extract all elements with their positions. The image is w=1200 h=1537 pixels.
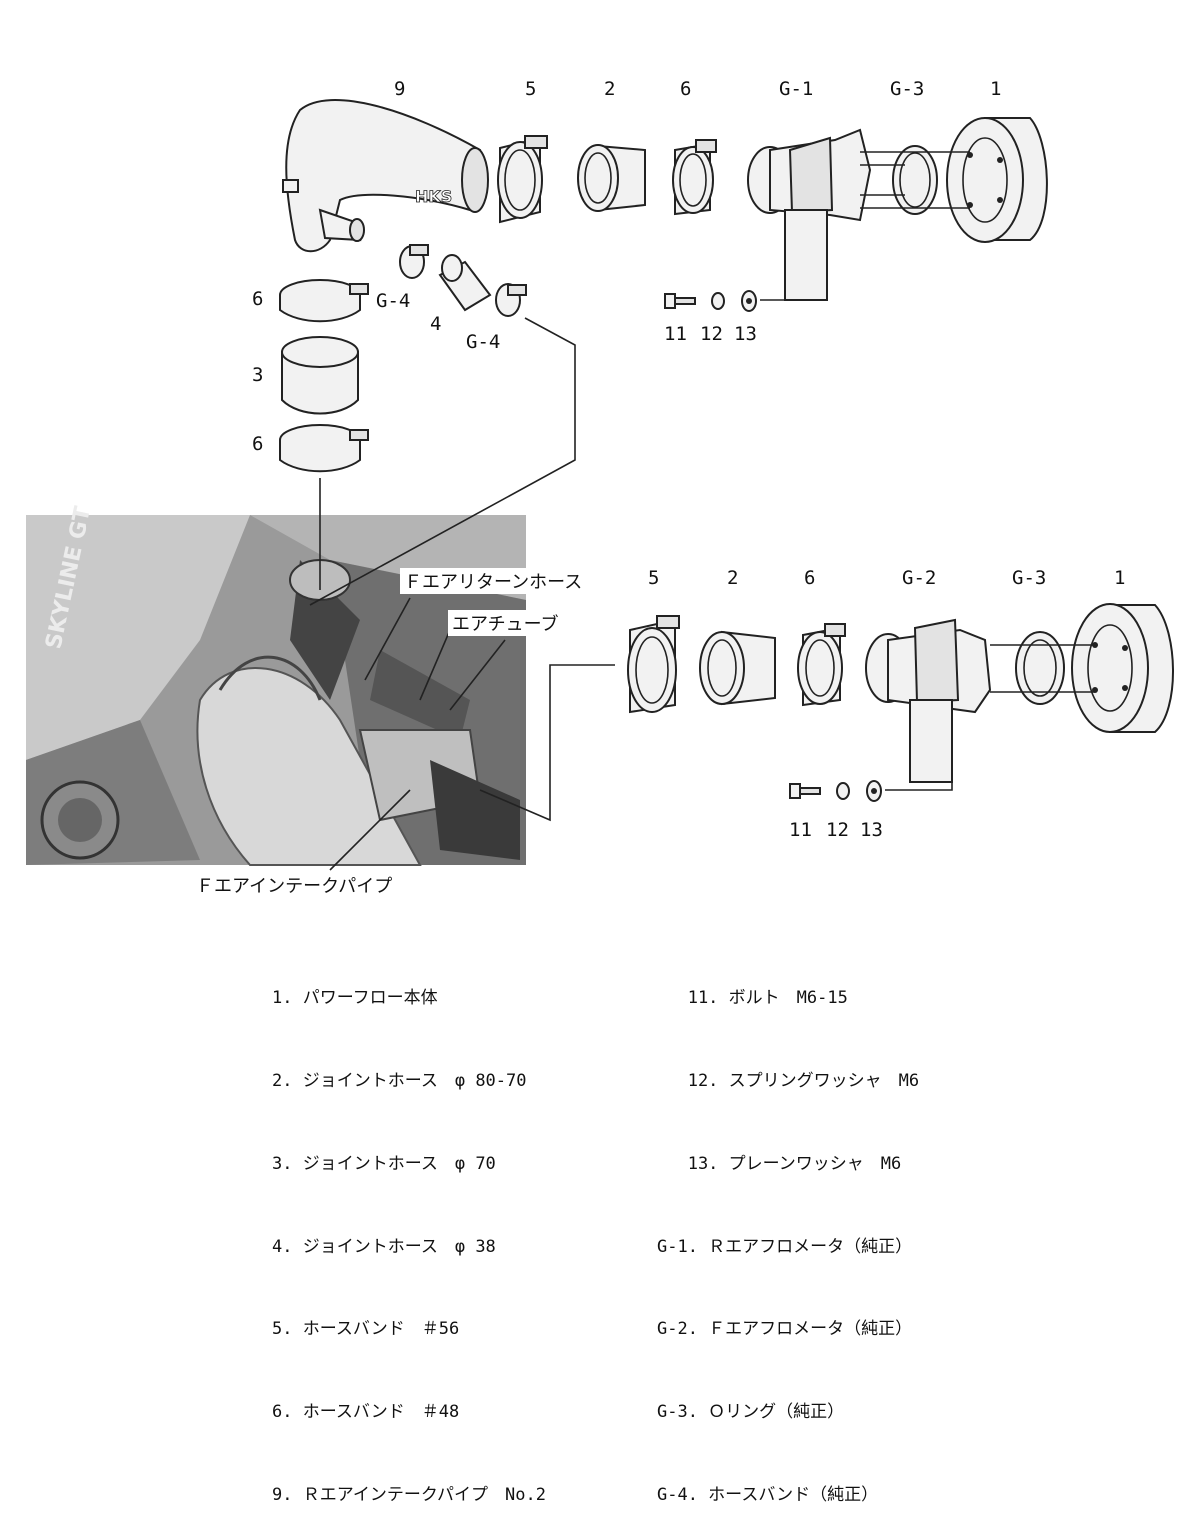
legend-item-6: 6. ホースバンド ＃48 <box>272 1402 460 1423</box>
power-flow-body-bottom <box>1071 603 1174 733</box>
callout-2: 2 <box>604 78 615 100</box>
callout-2-b: 2 <box>727 567 738 589</box>
hose-band-56-bottom <box>627 615 680 714</box>
callout-5-b: 5 <box>648 567 659 589</box>
hose-band-48-upper-stack <box>279 279 369 323</box>
legend-item-g4: G-4. ホースバンド（純正） <box>657 1484 879 1505</box>
legend-item-12: 12. スプリングワッシャ M6 <box>657 1070 920 1091</box>
hose-band-48-top <box>672 139 717 216</box>
hose-band-g4-a <box>399 244 429 279</box>
callout-13: 13 <box>734 323 757 345</box>
label-f-air-intake-pipe: Ｆエアインテークパイプ <box>196 876 392 897</box>
callout-1-b: 1 <box>1114 567 1125 589</box>
callout-12-b: 12 <box>826 819 849 841</box>
hks-logo: HKS <box>415 187 452 206</box>
callout-1: 1 <box>990 78 1001 100</box>
joint-hose-38 <box>438 254 492 312</box>
hose-band-g4-b <box>495 283 527 317</box>
engine-bay-photo: SKYLINE GT <box>26 504 526 866</box>
callout-6a: 6 <box>252 288 263 310</box>
callout-g2-b: G-2 <box>902 567 936 589</box>
callout-4: 4 <box>430 313 441 335</box>
legend-item-g3: G-3. Ｏリング（純正） <box>657 1402 845 1423</box>
callouts-bottom: 5 2 6 G-2 G-3 1 11 12 13 <box>648 567 1125 841</box>
parts-legend-left: 1. パワーフロー本体 2. ジョイントホース φ 80-70 3. ジョイント… <box>272 930 546 1537</box>
legend-item-1: 1. パワーフロー本体 <box>272 988 438 1009</box>
label-air-tube: エアチューブ <box>452 613 559 635</box>
joint-hose-70 <box>281 336 359 415</box>
bolt-washers-top <box>664 290 757 312</box>
callout-3: 3 <box>252 364 263 386</box>
bolt-washers-bottom <box>789 780 882 802</box>
callout-g3: G-3 <box>890 78 924 100</box>
legend-item-5: 5. ホースバンド ＃56 <box>272 1319 460 1340</box>
legend-item-4: 4. ジョイントホース φ 38 <box>272 1236 496 1257</box>
callouts-top: 9 5 2 6 G-1 G-3 1 6 G-4 4 G-4 3 6 11 12 … <box>252 78 1001 455</box>
joint-hose-80-70-top <box>577 144 646 212</box>
parts-legend-right: 11. ボルト M6-15 12. スプリングワッシャ M6 13. プレーンワ… <box>657 930 919 1537</box>
callout-11: 11 <box>664 323 687 345</box>
legend-item-g1: G-1. Ｒエアフロメータ（純正） <box>657 1236 913 1257</box>
legend-item-3: 3. ジョイントホース φ 70 <box>272 1153 496 1174</box>
photo-labels: Ｆエアリターンホース エアチューブ Ｆエアインテークパイプ <box>196 568 618 897</box>
label-f-air-return-hose: Ｆエアリターンホース <box>404 572 582 593</box>
callout-6: 6 <box>680 78 691 100</box>
callout-g4a: G-4 <box>376 290 410 312</box>
power-flow-body-top <box>946 117 1048 243</box>
o-ring-g3-top <box>892 145 938 215</box>
callout-9: 9 <box>394 78 405 100</box>
bottom-assembly <box>329 597 1174 871</box>
r-air-intake-pipe-no2 <box>285 99 482 253</box>
joint-hose-80-70-bottom <box>699 630 776 706</box>
r-air-flow-meter-g1 <box>747 128 872 301</box>
callout-11-b: 11 <box>789 819 812 841</box>
legend-item-g2: G-2. Ｆエアフロメータ（純正） <box>657 1319 913 1340</box>
legend-item-11: 11. ボルト M6-15 <box>657 988 848 1009</box>
hose-band-48-bottom <box>797 623 846 707</box>
callout-6b: 6 <box>252 433 263 455</box>
f-air-flow-meter-g2 <box>865 618 992 783</box>
callout-6-b: 6 <box>804 567 815 589</box>
o-ring-g3-bottom <box>1015 631 1065 705</box>
parts-diagram: SKYLINE GT HKS <box>26 78 1174 897</box>
callout-g1: G-1 <box>779 78 813 100</box>
callout-g4b: G-4 <box>466 331 500 353</box>
callout-5: 5 <box>525 78 536 100</box>
hose-band-48-lower-stack <box>279 424 369 473</box>
legend-item-13: 13. プレーンワッシャ M6 <box>657 1153 902 1174</box>
legend-item-2: 2. ジョイントホース φ 80-70 <box>272 1070 527 1091</box>
hose-band-56-top <box>497 135 548 224</box>
callout-13-b: 13 <box>860 819 883 841</box>
callout-12: 12 <box>700 323 723 345</box>
top-assembly: HKS <box>279 99 1048 606</box>
legend-item-9: 9. Ｒエアインテークパイプ No.2 <box>272 1484 546 1505</box>
callout-g3-b: G-3 <box>1012 567 1046 589</box>
